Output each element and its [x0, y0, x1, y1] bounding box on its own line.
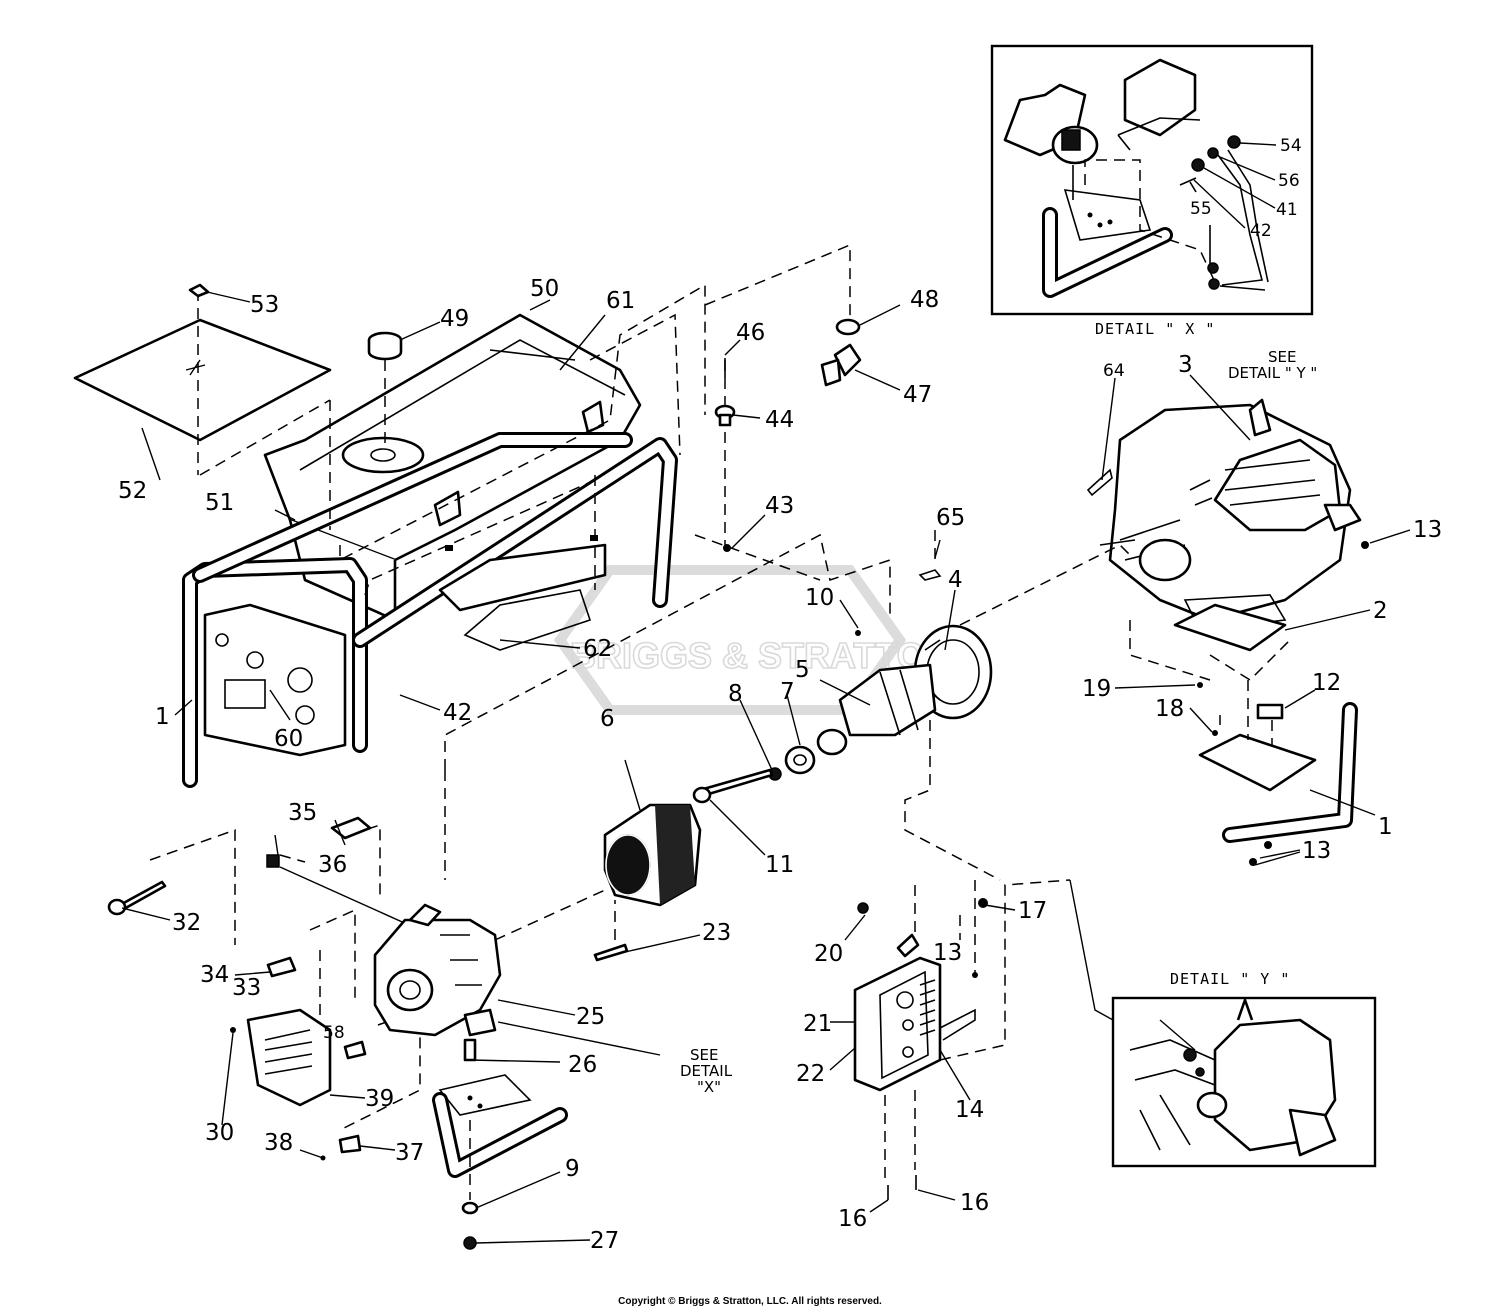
- label-65: 65: [936, 505, 965, 531]
- label-1a: 1: [155, 704, 170, 730]
- label-38: 38: [264, 1130, 293, 1156]
- label-42a: 42: [443, 700, 472, 726]
- label-27: 27: [590, 1228, 619, 1254]
- label-22: 22: [796, 1061, 825, 1087]
- label-42b: 55: [1190, 199, 1212, 219]
- copyright-notice: Copyright © Briggs & Stratton, LLC. All …: [618, 1296, 882, 1307]
- fuel-valve: [820, 318, 862, 387]
- label-54: 56: [1278, 171, 1300, 191]
- label-7: 7: [780, 679, 795, 705]
- see-detail-x-note: SEE DETAIL "X": [680, 1046, 733, 1096]
- label-16b: 16: [960, 1190, 989, 1216]
- label-12: 12: [1312, 670, 1341, 696]
- label-6: 6: [600, 706, 615, 732]
- label-17: 17: [1018, 898, 1047, 924]
- control-panel: [203, 603, 347, 757]
- label-10: 10: [805, 585, 834, 611]
- label-56b: 41: [1276, 200, 1298, 220]
- label-50: 50: [530, 276, 559, 302]
- label-26: 26: [568, 1052, 597, 1078]
- label-25: 25: [576, 1004, 605, 1030]
- label-30: 30: [205, 1120, 234, 1146]
- label-8: 8: [728, 681, 743, 707]
- label-49: 49: [440, 306, 469, 332]
- label-51: 51: [205, 490, 234, 516]
- label-13a: 13: [1413, 517, 1442, 543]
- end-bell: [373, 903, 502, 1037]
- end-cover: [246, 1008, 332, 1107]
- fuel-cap: [367, 331, 403, 361]
- washer-9: [461, 1201, 479, 1215]
- label-60: 60: [274, 726, 303, 752]
- label-56a: 54: [1280, 136, 1302, 156]
- foot-frame: [432, 1074, 568, 1178]
- label-1b: 1: [1378, 814, 1393, 840]
- part-labels: 53 52 49 50 61 48 47 46 44 51 43 64 3 13…: [118, 276, 1442, 1254]
- label-61: 61: [606, 288, 635, 314]
- label-53: 53: [250, 292, 279, 318]
- svg-text:"X": "X": [697, 1078, 721, 1096]
- label-47: 47: [903, 382, 932, 408]
- label-39: 39: [365, 1086, 394, 1112]
- label-21: 21: [803, 1011, 832, 1037]
- label-2: 2: [1373, 598, 1388, 624]
- svg-text:SEE: SEE: [1268, 348, 1296, 366]
- label-32: 32: [172, 910, 201, 936]
- label-48: 48: [910, 287, 939, 313]
- detail-x-box: 54 56 41 42 55: [990, 44, 1314, 316]
- frame-tube: [182, 432, 678, 788]
- bearing: [784, 745, 816, 775]
- label-52: 52: [118, 478, 147, 504]
- label-41: 42: [1250, 221, 1272, 241]
- label-23: 23: [702, 920, 731, 946]
- screw-grommet: [714, 358, 736, 427]
- label-20: 20: [814, 941, 843, 967]
- svg-text:SEE: SEE: [690, 1046, 718, 1064]
- svg-text:DETAIL " Y ": DETAIL " Y ": [1228, 364, 1317, 382]
- detail-y-title: DETAIL " Y ": [1170, 970, 1290, 988]
- stator: [603, 803, 702, 907]
- nut-27: [463, 1236, 477, 1250]
- label-43: 43: [765, 493, 794, 519]
- label-19: 19: [1082, 676, 1111, 702]
- label-64: 64: [1103, 361, 1125, 381]
- control-box: [853, 933, 942, 1092]
- label-4: 4: [948, 567, 963, 593]
- label-46: 46: [736, 320, 765, 346]
- engine: [1099, 398, 1362, 631]
- label-3: 3: [1178, 352, 1193, 378]
- label-62: 62: [583, 636, 612, 662]
- frame-tube-right: [1198, 702, 1358, 866]
- label-36: 36: [318, 852, 347, 878]
- label-44: 44: [765, 407, 794, 433]
- detail-x-title: DETAIL " X ": [1095, 320, 1215, 338]
- label-11: 11: [765, 852, 794, 878]
- label-13c: 13: [933, 940, 962, 966]
- label-13b: 13: [1302, 838, 1331, 864]
- label-58: 58: [323, 1023, 345, 1043]
- detail-y-box: [1111, 996, 1377, 1168]
- rotor: [816, 663, 937, 756]
- label-16a: 16: [838, 1206, 867, 1232]
- label-35: 35: [288, 800, 317, 826]
- label-33: 33: [232, 975, 261, 1001]
- through-bolt: [698, 768, 774, 798]
- see-detail-y-note: SEE DETAIL " Y ": [1228, 348, 1317, 382]
- cover-panel: [73, 318, 332, 442]
- label-18: 18: [1155, 696, 1184, 722]
- label-37: 37: [395, 1140, 424, 1166]
- leader-lines: [121, 291, 1411, 1244]
- label-5: 5: [795, 657, 810, 683]
- label-14: 14: [955, 1097, 984, 1123]
- label-9: 9: [565, 1156, 580, 1182]
- label-34: 34: [200, 962, 229, 988]
- svg-text:DETAIL: DETAIL: [680, 1062, 733, 1080]
